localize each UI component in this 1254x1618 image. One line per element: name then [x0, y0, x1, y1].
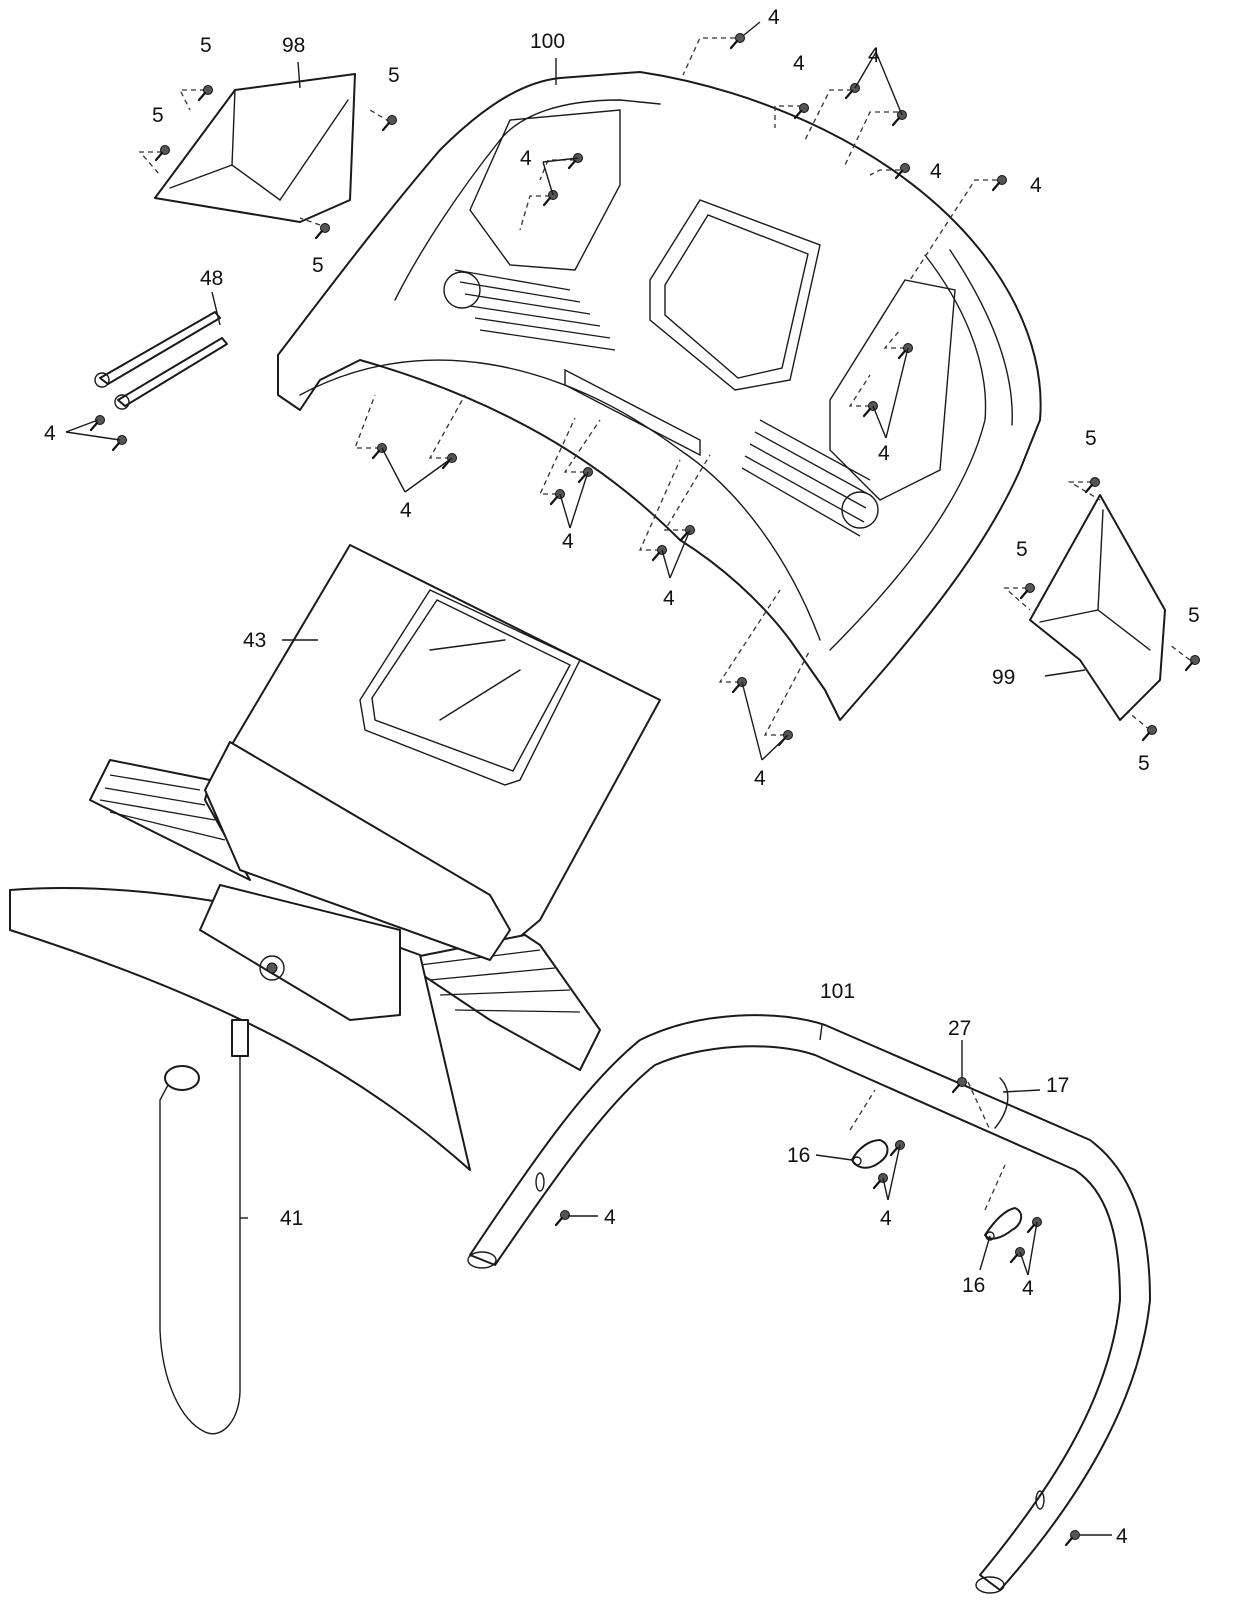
callout-4-j: 4: [663, 587, 675, 610]
callout-17: 17: [1046, 1074, 1069, 1097]
callout-48: 48: [200, 267, 223, 290]
fan-grille-right: [399, 934, 601, 1071]
callout-27: 27: [948, 1017, 971, 1040]
callout-16-lower: 16: [962, 1274, 985, 1297]
callout-4-i: 4: [562, 530, 574, 553]
callout-98: 98: [282, 34, 305, 57]
callout-41: 41: [280, 1207, 303, 1230]
callout-labels: 98 100 48 43 99 41 101 27 17 16 16 5 5 5…: [44, 6, 1200, 1548]
tray-98: [154, 73, 356, 223]
callout-4-f: 4: [520, 147, 532, 170]
callout-4-d: 4: [930, 160, 942, 183]
callout-5-b: 5: [388, 64, 400, 87]
wire-17: [994, 1077, 1009, 1129]
callout-5-h: 5: [1138, 752, 1150, 775]
callout-4-e: 4: [1030, 174, 1042, 197]
callout-4-l: 4: [754, 767, 766, 790]
callout-4-g: 4: [44, 422, 56, 445]
safety-key-41: [159, 1019, 249, 1435]
callout-5-a: 5: [200, 34, 212, 57]
bracket-48: [94, 311, 228, 410]
callout-5-g: 5: [1188, 604, 1200, 627]
leader-lines: [65, 21, 1112, 1536]
tray-99: [1029, 494, 1166, 721]
callout-5-e: 5: [1085, 427, 1097, 450]
callout-4-k: 4: [878, 442, 890, 465]
callout-5-f: 5: [1016, 538, 1028, 561]
callout-99: 99: [992, 666, 1015, 689]
callout-4-c: 4: [868, 44, 880, 67]
clip-16-lower: [984, 1207, 1023, 1241]
callout-101: 101: [820, 980, 855, 1003]
callout-4-m: 4: [604, 1206, 616, 1229]
fan-grille-left: [89, 759, 251, 881]
callout-43: 43: [243, 629, 266, 652]
callout-4-h: 4: [400, 499, 412, 522]
callout-5-d: 5: [312, 254, 324, 277]
callout-16-upper: 16: [787, 1144, 810, 1167]
console-43: [9, 544, 661, 1171]
callout-5-c: 5: [152, 104, 164, 127]
callout-100: 100: [530, 30, 565, 53]
handlebar-101: [467, 1014, 1151, 1594]
assembly-guide-lines: [138, 37, 1191, 1211]
vent-grille-right: [741, 419, 879, 537]
vent-grille-left: [443, 269, 616, 351]
callout-4-b: 4: [793, 52, 805, 75]
callout-4-p: 4: [1116, 1525, 1128, 1548]
callout-4-o: 4: [1022, 1277, 1034, 1300]
clip-16-upper: [851, 1139, 889, 1169]
callout-4-n: 4: [880, 1207, 892, 1230]
callout-4-a: 4: [768, 6, 780, 29]
